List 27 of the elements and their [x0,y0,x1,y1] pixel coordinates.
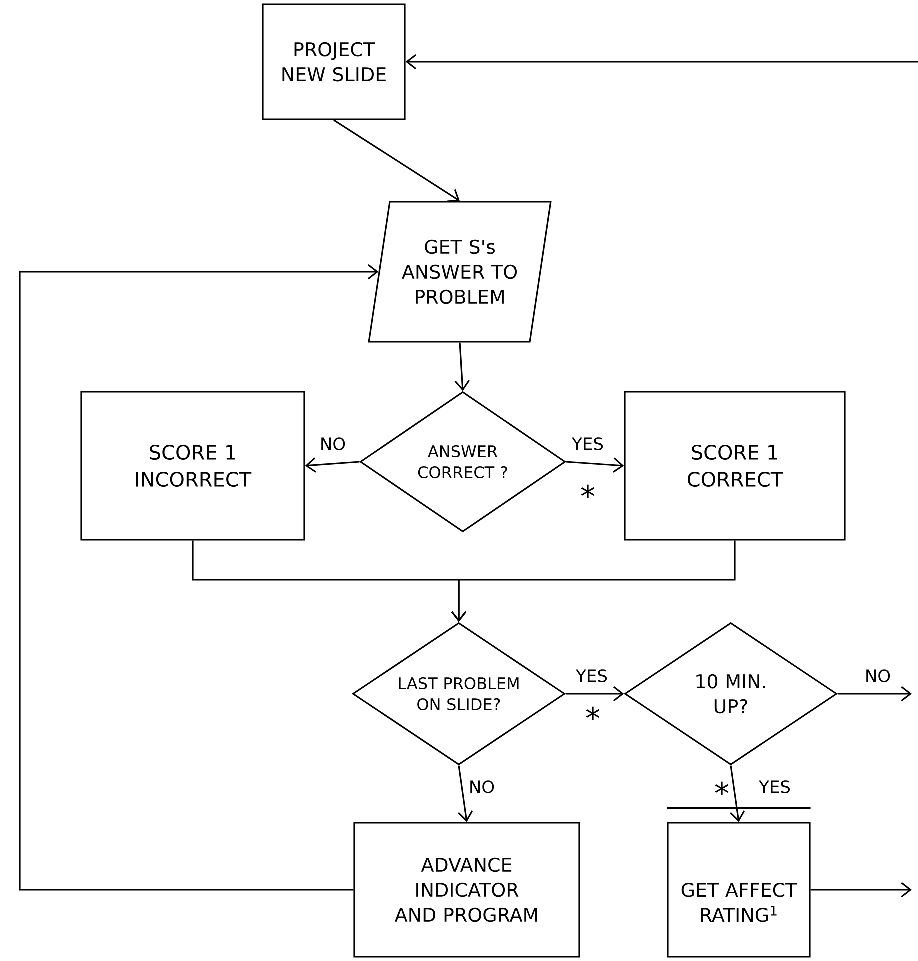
arrow [566,458,624,473]
arrow [19,264,379,891]
edge-label: YES [759,780,790,794]
arrow [458,766,474,822]
input-parallelogram: GET S's ANSWER TO PROBLEM [368,201,552,343]
edge-label: YES [576,670,608,682]
edge-label: NO [322,438,346,450]
arrow [305,458,360,473]
arrow [406,54,918,70]
arrow [810,882,912,898]
arrow [838,686,912,702]
arrow [730,766,746,822]
predefined-process-box: GET AFFECT RATING$^{1}$ [667,807,811,958]
arrow [454,342,470,392]
process-box: ADVANCE INDICATOR AND PROGRAM [354,822,580,958]
process-box: PROJECT NEW SLIDE [262,4,406,120]
asterisk-mark: * [586,706,600,721]
arrow [451,540,736,622]
edge-label: YES [572,438,604,450]
asterisk-mark: * [581,484,595,499]
process-box: SCORE 1 INCORRECT [80,391,306,541]
arrow [334,120,460,202]
edge-label: NO [470,780,494,794]
process-box: SCORE 1 CORRECT [624,391,846,541]
edge-label: NO [866,670,890,682]
asterisk-mark: * [715,782,729,796]
arrow [566,686,624,702]
